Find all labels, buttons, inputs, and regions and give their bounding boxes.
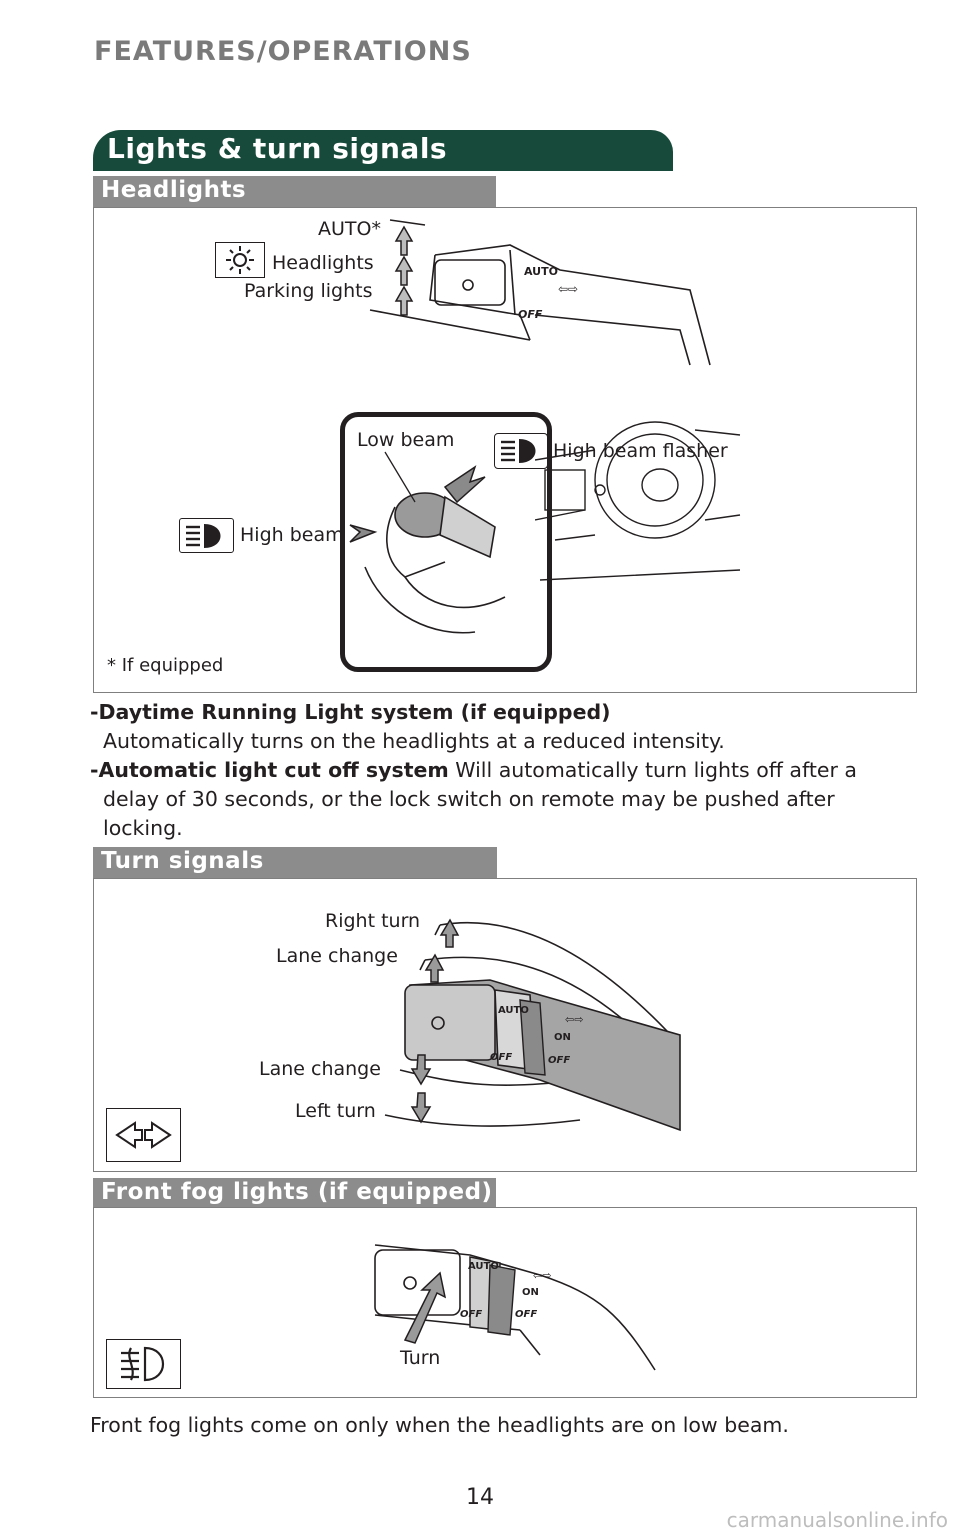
fog-subheader: Front fog lights (if equipped)	[93, 1178, 496, 1210]
drl-title: -Daytime Running Light system (if equipp…	[90, 700, 611, 724]
svg-text:⇦⇨: ⇦⇨	[565, 1013, 583, 1026]
fog-note: Front fog lights come on only when the h…	[90, 1413, 789, 1437]
label-turn: Turn	[400, 1347, 441, 1369]
label-high-beam: High beam	[240, 524, 344, 546]
label-headlights: Headlights	[272, 252, 374, 274]
turn-switch-on: ON	[554, 1032, 571, 1043]
page-number: 14	[466, 1485, 494, 1510]
cutoff-title: -Automatic light cut off system	[90, 758, 449, 782]
turn-signals-subheader: Turn signals	[93, 847, 497, 879]
label-auto: AUTO*	[318, 218, 381, 240]
cutoff-text-3: locking.	[103, 816, 183, 840]
fog-switch-off: OFF	[460, 1309, 482, 1320]
switch-off-text: OFF	[518, 308, 543, 321]
title-banner: Lights & turn signals	[93, 130, 673, 171]
svg-text:⇦⇨: ⇦⇨	[533, 1269, 551, 1282]
headlight-sun-icon	[215, 242, 265, 278]
turn-signal-arrows-icon	[106, 1108, 181, 1162]
drl-text: Automatically turns on the headlights at…	[103, 729, 725, 753]
label-right-turn: Right turn	[325, 910, 421, 932]
svg-text:⇦⇨: ⇦⇨	[558, 282, 578, 296]
cutoff-text-1: Will automatically turn lights off after…	[448, 758, 857, 782]
watermark: carmanualsonline.info	[726, 1508, 948, 1532]
cutoff-line: -Automatic light cut off system Will aut…	[90, 756, 857, 785]
turn-signal-stalk-illustration: AUTO OFF ON OFF ⇦⇨	[384, 918, 681, 1132]
label-lane-change-down: Lane change	[259, 1058, 381, 1080]
fog-switch-auto: AUTO	[468, 1261, 499, 1272]
label-lane-change-up: Lane change	[276, 945, 398, 967]
label-left-turn: Left turn	[295, 1100, 376, 1122]
turn-switch-off-2: OFF	[548, 1055, 570, 1066]
high-beam-icon-2	[179, 518, 234, 553]
headlight-stalk-illustration: AUTO OFF ⇦⇨	[369, 219, 711, 366]
fog-switch-on: ON	[522, 1287, 539, 1298]
fog-stalk-illustration: AUTO OFF ON OFF ⇦⇨	[374, 1244, 656, 1371]
label-low-beam: Low beam	[357, 429, 455, 451]
turn-switch-auto: AUTO	[498, 1005, 529, 1016]
dashboard-illustration	[535, 421, 741, 581]
label-high-beam-flasher: High beam flasher	[553, 440, 728, 462]
headlights-title: Headlights	[101, 177, 247, 203]
fog-light-icon	[106, 1339, 181, 1389]
turn-signals-title: Turn signals	[101, 848, 264, 874]
high-beam-icon	[494, 433, 548, 469]
headlights-subheader: Headlights	[93, 176, 496, 208]
fog-switch-off-2: OFF	[515, 1309, 537, 1320]
label-parking-lights: Parking lights	[244, 280, 373, 302]
fog-title: Front fog lights (if equipped)	[101, 1179, 493, 1205]
footnote-if-equipped: * If equipped	[107, 655, 224, 676]
cutoff-text-2: delay of 30 seconds, or the lock switch …	[103, 787, 835, 811]
section-header: FEATURES/OPERATIONS	[94, 36, 472, 67]
beam-lever-illustration	[349, 451, 506, 634]
turn-switch-off: OFF	[490, 1052, 512, 1063]
banner-title: Lights & turn signals	[107, 132, 448, 165]
switch-auto-text: AUTO	[524, 265, 558, 278]
